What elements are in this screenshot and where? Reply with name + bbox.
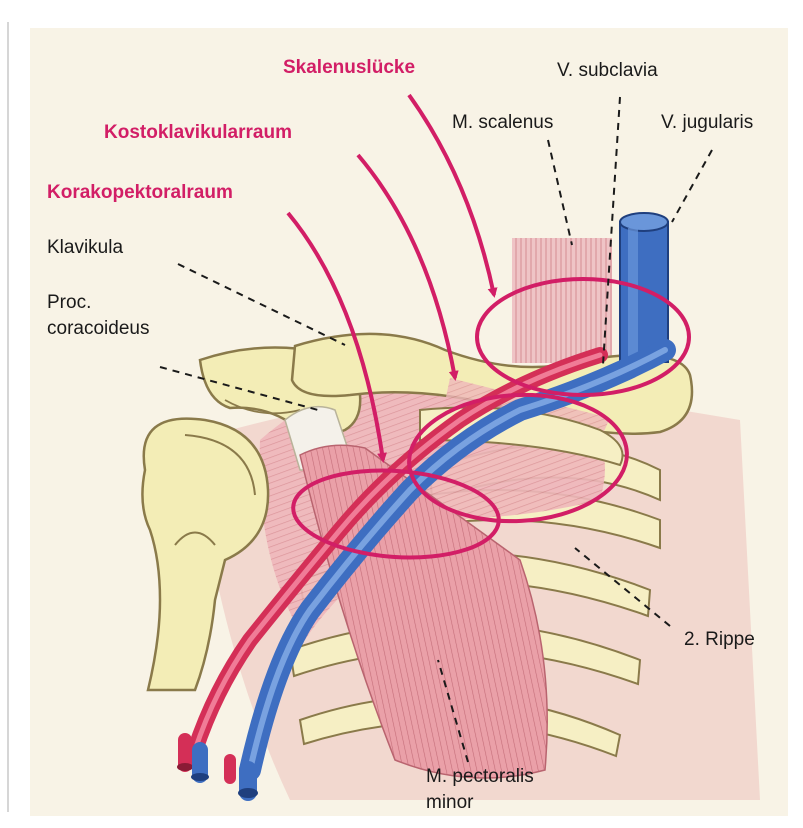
label-v-jugularis: V. jugularis [661,112,753,133]
scalenus-muscle [512,238,612,363]
label-kostoklavikularraum: Kostoklavikularraum [104,122,292,143]
label-proc-line2: coracoideus [47,318,149,339]
label-skalenusluecke: Skalenuslücke [283,57,415,78]
label-m-scalenus: M. scalenus [452,112,553,133]
label-v-subclavia: V. subclavia [557,60,658,81]
label-pectoralis-line1: M. pectoralis [426,766,534,787]
label-2-rippe: 2. Rippe [684,629,755,650]
label-pectoralis-line2: minor [426,792,474,813]
label-proc-line1: Proc. [47,292,91,313]
label-klavikula: Klavikula [47,237,123,258]
label-korakopektoralraum: Korakopektoralraum [47,182,233,203]
